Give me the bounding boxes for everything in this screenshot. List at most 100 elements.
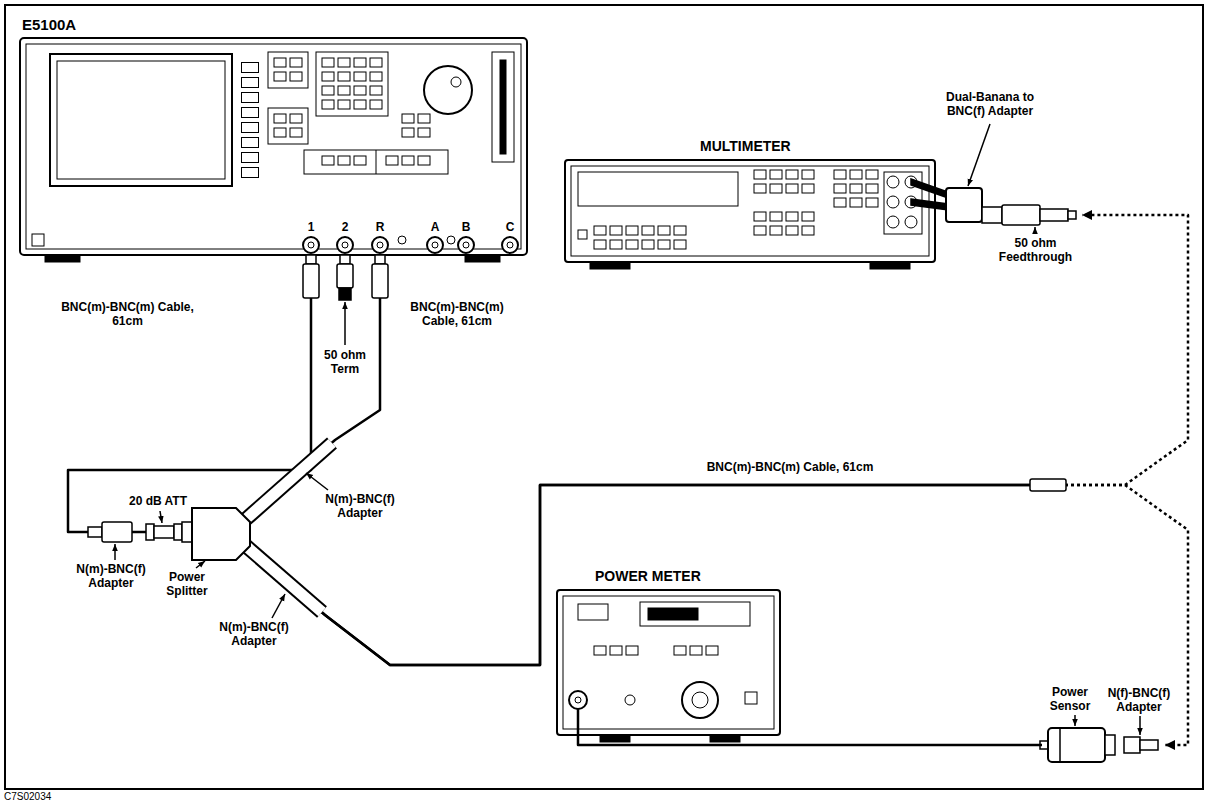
analyzer-drawing — [432, 242, 438, 248]
splitter-drawing — [182, 522, 192, 542]
power-meter-drawing — [692, 692, 708, 708]
analyzer-drawing — [500, 60, 506, 154]
adapter-drawing — [88, 522, 132, 542]
adapter-label: N(m)-BNC(f) Adapter — [70, 562, 152, 591]
multimeter-drawing — [565, 160, 935, 269]
analyzer-drawing — [384, 154, 432, 168]
multimeter-drawing — [870, 262, 910, 269]
analyzer-drawing — [492, 52, 514, 162]
node-heading: POWER METER — [595, 568, 701, 585]
figure-code: C7S02034 — [4, 791, 84, 803]
splitter-drawing — [246, 443, 332, 519]
cable-plug — [339, 288, 351, 300]
multimeter-drawing — [578, 230, 587, 239]
power-meter-drawing — [648, 608, 698, 620]
analyzer-drawing — [465, 255, 500, 262]
power-meter-drawing — [682, 682, 718, 718]
cable-connector — [250, 262, 380, 515]
power-meter-drawing — [672, 644, 720, 658]
power-meter-drawing — [745, 692, 757, 704]
leader-arrow — [1074, 715, 1076, 726]
analyzer-drawing — [463, 242, 469, 248]
cable-connector — [250, 485, 1188, 745]
port-label: C — [502, 220, 518, 234]
port-label: 2 — [337, 220, 353, 234]
power-meter-drawing — [592, 644, 640, 658]
power-meter-drawing — [710, 735, 740, 742]
port-label: R — [372, 220, 388, 234]
analyzer-drawing — [303, 237, 319, 253]
cable-label: BNC(m)-BNC(m) Cable, 61cm — [392, 300, 522, 329]
analyzer-drawing — [50, 54, 232, 186]
analyzer-drawing — [376, 150, 377, 174]
port-label: A — [427, 220, 443, 234]
analyzer-drawing — [45, 255, 80, 262]
banana-adapter-drawing — [982, 207, 1002, 223]
analyzer-drawing — [272, 112, 304, 140]
analyzer-drawing — [316, 52, 388, 116]
port-label: B — [458, 220, 474, 234]
splitter-drawing — [246, 546, 322, 612]
adapter-label: N(m)-BNC(f) Adapter — [212, 620, 296, 649]
sensor-adapter-drawing — [1124, 737, 1158, 753]
power-sensor-drawing — [1105, 735, 1115, 755]
attenuator-drawing — [154, 526, 174, 538]
cable-label: BNC(m)-BNC(m) Cable, 61cm — [60, 300, 195, 329]
leader-arrow — [196, 561, 205, 568]
splitter-drawing — [192, 508, 250, 560]
analyzer-drawing — [26, 44, 521, 249]
analyzer-drawing — [502, 237, 518, 253]
analyzer-drawing — [304, 150, 448, 174]
leader-arrow — [306, 473, 328, 490]
cable-plug — [337, 264, 353, 288]
feedthrough-drawing — [1068, 211, 1076, 219]
analyzer-drawing — [451, 77, 461, 87]
multimeter-drawing — [578, 172, 738, 206]
analyzer-drawing — [400, 112, 432, 140]
power-sensor-drawing — [1040, 728, 1115, 762]
analyzer-drawing — [342, 242, 348, 248]
attenuator-drawing — [174, 524, 182, 540]
adapter-drawing — [88, 527, 102, 537]
node-heading: E5100A — [22, 16, 76, 34]
leader-arrow — [114, 544, 116, 560]
attenuator-drawing — [146, 524, 182, 540]
analyzer-drawing — [57, 61, 225, 179]
termination-label: 50 ohm Term — [318, 348, 372, 377]
cable-plug — [372, 264, 388, 298]
adapter-label: Dual-Banana to BNC(f) Adapter — [935, 90, 1045, 119]
cable-plug — [340, 255, 350, 264]
splitter-drawing — [246, 443, 332, 519]
analyzer-drawing — [240, 60, 260, 180]
feedthrough-label: 50 ohm Feedthrough — [993, 236, 1078, 265]
feedthrough-drawing — [1002, 205, 1076, 225]
power-meter-drawing — [563, 596, 774, 729]
analyzer-drawing — [427, 237, 443, 253]
multimeter-drawing — [887, 196, 899, 208]
leader-arrow — [1034, 227, 1036, 234]
node-heading: Power Splitter — [158, 570, 216, 599]
cable-plug — [375, 255, 385, 264]
cable-connector — [250, 215, 1188, 665]
multimeter-drawing — [752, 168, 816, 196]
leader-arrow — [344, 302, 346, 345]
cable-plug — [306, 255, 316, 264]
cable-plug — [1030, 479, 1066, 491]
power-meter-drawing — [578, 604, 608, 620]
multimeter-drawing — [565, 160, 935, 262]
leader-arrow — [1139, 716, 1141, 735]
banana-adapter-drawing — [946, 188, 982, 222]
analyzer-drawing — [268, 52, 308, 88]
analyzer-drawing — [320, 56, 384, 112]
banana-adapter-drawing — [911, 179, 948, 198]
power-meter-drawing — [600, 735, 630, 742]
multimeter-drawing — [590, 262, 630, 269]
power-sensor-drawing — [1059, 728, 1061, 762]
leader-arrow — [115, 124, 1140, 735]
analyzer-drawing — [20, 38, 527, 262]
analyzer-drawing — [320, 154, 368, 168]
analyzer-drawing — [32, 234, 44, 246]
